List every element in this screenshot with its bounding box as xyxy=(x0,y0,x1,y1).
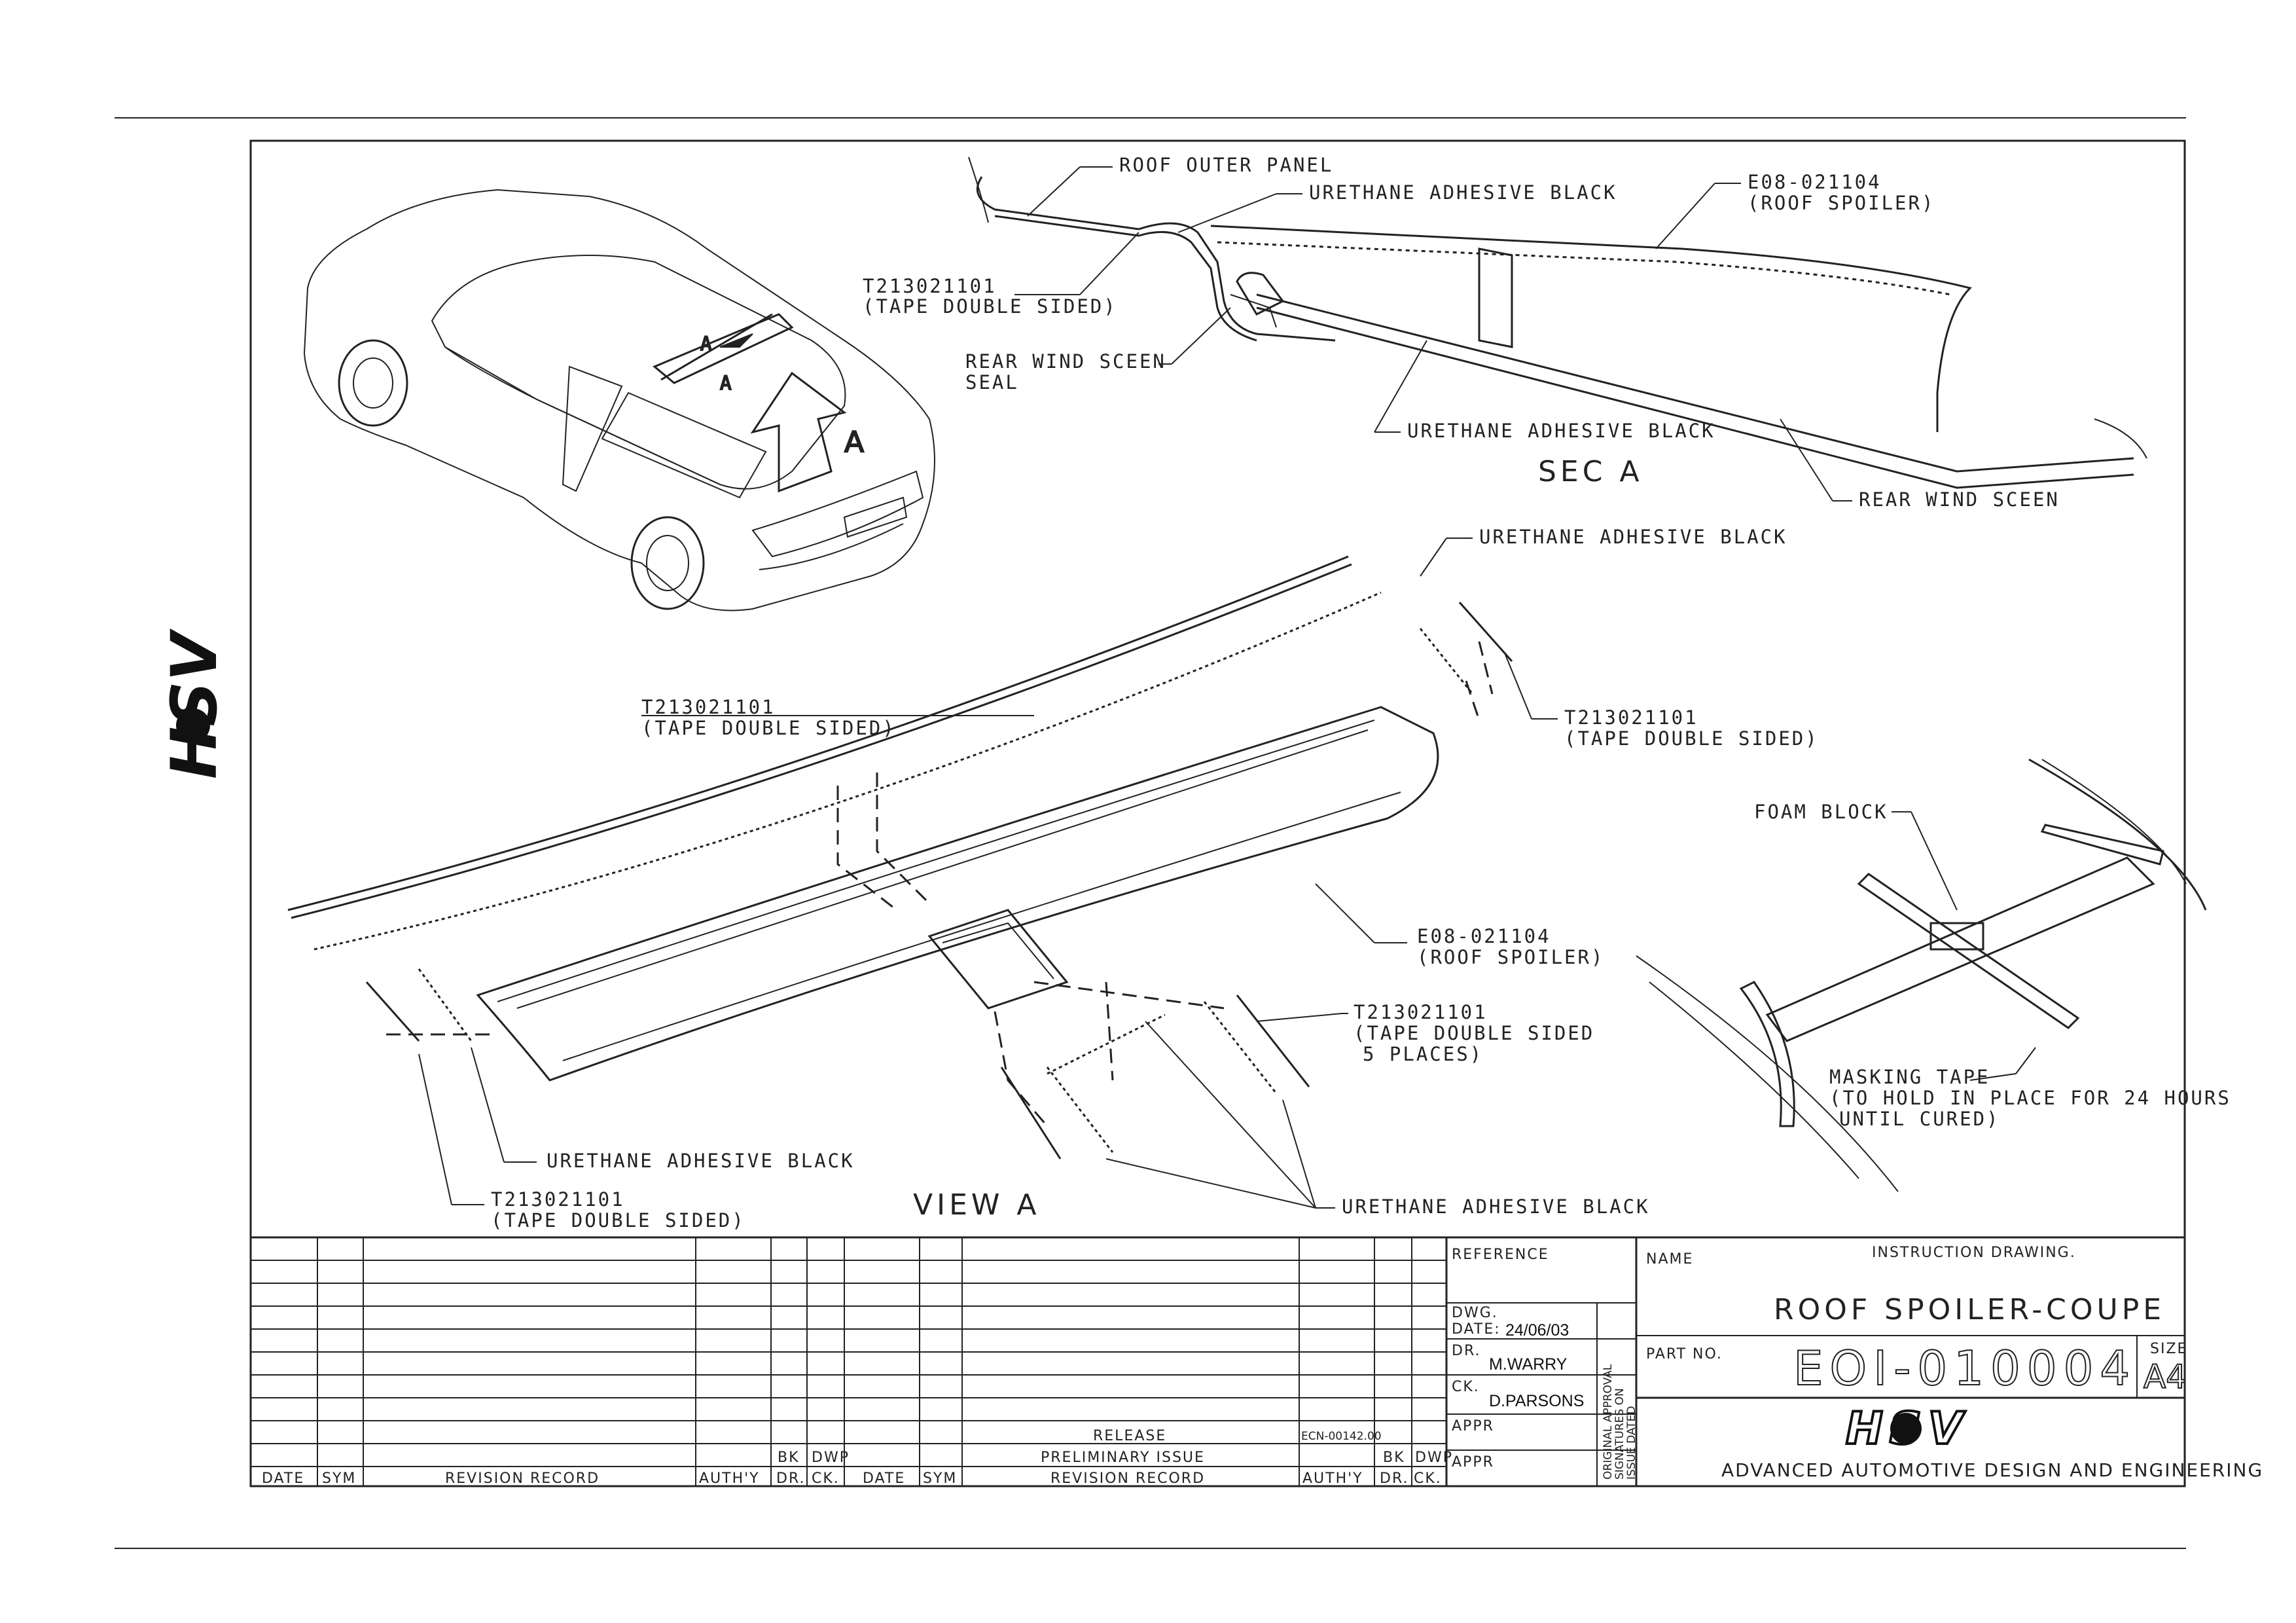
svg-text:HSV: HSV xyxy=(158,629,231,779)
label-view-a: VIEW A xyxy=(913,1188,1040,1222)
tb-date-label: DATE: xyxy=(1452,1321,1501,1338)
label-tape-code-bottom: T213021101 xyxy=(491,1188,625,1211)
rev-header-dr-2: DR. xyxy=(1380,1470,1408,1487)
rev-bk-2: BK xyxy=(1383,1450,1405,1466)
title-block: REFERENCE DWG. DATE: 24/06/03 DR. M.WARR… xyxy=(1446,1237,2263,1486)
label-tape-5-places: 5 PLACES) xyxy=(1363,1043,1483,1065)
tb-approval-2: SIGNATURES ON xyxy=(1613,1388,1626,1480)
rev-header-sym-2: SYM xyxy=(923,1470,957,1487)
label-urethane-adhesive-right: URETHANE ADHESIVE BLACK xyxy=(1479,526,1787,548)
tb-title: ROOF SPOILER-COUPE xyxy=(1774,1293,2165,1326)
section-a-view: ROOF OUTER PANEL URETHANE ADHESIVE BLACK… xyxy=(863,154,2147,511)
label-rear-wind-seen-seal-1: REAR WIND SCEEN xyxy=(965,350,1166,373)
tb-drawn-by: M.WARRY xyxy=(1489,1355,1568,1374)
rev-preliminary: PRELIMINARY ISSUE xyxy=(1041,1450,1205,1466)
rev-header-ck-1: CK. xyxy=(812,1470,840,1487)
label-masking-tape-1: MASKING TAPE xyxy=(1829,1066,1990,1088)
tb-appr-label-1: APPR xyxy=(1452,1418,1494,1434)
car-illustration: A A A xyxy=(303,189,935,611)
tb-hsv-logo: HSV xyxy=(1844,1402,1964,1456)
label-urethane-adhesive-bottom: URETHANE ADHESIVE BLACK xyxy=(1342,1195,1650,1218)
tb-size-label: SIZE xyxy=(2150,1341,2187,1357)
label-tape-name-5: (TAPE DOUBLE SIDED xyxy=(1354,1022,1594,1044)
rev-header-authy-2: AUTH'Y xyxy=(1302,1470,1363,1487)
arrow-a-label-1: A xyxy=(700,333,713,355)
rev-release: RELEASE xyxy=(1093,1428,1166,1444)
label-spoiler-name-sec: (ROOF SPOILER) xyxy=(1748,192,1935,214)
tb-part-no-label: PART NO. xyxy=(1646,1346,1723,1362)
label-rear-wind-seen-seal-2: SEAL xyxy=(965,371,1019,393)
tb-dr-label: DR. xyxy=(1452,1343,1480,1359)
label-foam-block: FOAM BLOCK xyxy=(1754,801,1888,823)
label-roof-outer-panel: ROOF OUTER PANEL xyxy=(1119,154,1333,176)
label-masking-tape-3: UNTIL CURED) xyxy=(1839,1108,2000,1130)
rev-header-record-1: REVISION RECORD xyxy=(445,1470,600,1487)
label-tape-name-sec: (TAPE DOUBLE SIDED) xyxy=(863,295,1117,318)
rev-header-date-1: DATE xyxy=(262,1470,304,1487)
rev-header-dr-1: DR. xyxy=(776,1470,805,1487)
label-urethane-adhesive-left: URETHANE ADHESIVE BLACK xyxy=(547,1150,855,1172)
label-tape-name-right: (TAPE DOUBLE SIDED) xyxy=(1564,727,1819,750)
tb-ck-label: CK. xyxy=(1452,1379,1480,1395)
rev-header-authy-1: AUTH'Y xyxy=(699,1470,760,1487)
arrow-a-label-3: A xyxy=(844,426,868,459)
rev-header-record-2: REVISION RECORD xyxy=(1050,1470,1205,1487)
label-spoiler-code-sec: E08-021104 xyxy=(1748,171,1882,193)
tb-checked-by: D.PARSONS xyxy=(1489,1392,1584,1410)
label-tape-code-5: T213021101 xyxy=(1354,1001,1488,1023)
tb-approval-3: ISSUE DATED xyxy=(1625,1406,1638,1480)
masking-detail: FOAM BLOCK MASKING TAPE (TO HOLD IN PLAC… xyxy=(1636,758,2231,1192)
revision-table: DATE SYM REVISION RECORD AUTH'Y DR. CK. … xyxy=(251,1237,1453,1487)
label-tape-code-left: T213021101 xyxy=(641,696,776,718)
tb-dwg-label: DWG. xyxy=(1452,1305,1498,1321)
rev-bk-1: BK xyxy=(778,1450,800,1466)
tb-company: ADVANCED AUTOMOTIVE DESIGN AND ENGINEERI… xyxy=(1721,1459,2263,1481)
tb-appr-label-2: APPR xyxy=(1452,1454,1494,1470)
label-tape-code-right: T213021101 xyxy=(1564,706,1698,729)
rev-header-date-2: DATE xyxy=(863,1470,905,1487)
rev-dwp-2: DWP xyxy=(1415,1450,1453,1466)
view-a-exploded: T213021101 (TAPE DOUBLE SIDED) URETHANE … xyxy=(287,526,1819,1231)
tb-date: 24/06/03 xyxy=(1505,1321,1569,1340)
label-spoiler-code-view: E08-021104 xyxy=(1417,925,1551,947)
label-tape-name-bottom: (TAPE DOUBLE SIDED) xyxy=(491,1209,745,1231)
label-tape-name-left: (TAPE DOUBLE SIDED) xyxy=(641,717,896,739)
drawing-frame xyxy=(249,139,2186,1487)
tb-approval-1: ORIGINAL APPROVAL xyxy=(1602,1364,1615,1480)
label-urethane-adhesive-top: URETHANE ADHESIVE BLACK xyxy=(1309,181,1617,204)
rev-header-sym-1: SYM xyxy=(322,1470,356,1487)
tb-instruction: INSTRUCTION DRAWING. xyxy=(1872,1245,2076,1261)
label-rear-wind-seen: REAR WIND SCEEN xyxy=(1859,488,2060,511)
label-spoiler-name-view: (ROOF SPOILER) xyxy=(1417,946,1604,968)
tb-reference: REFERENCE xyxy=(1452,1247,1549,1263)
rev-header-ck-2: CK. xyxy=(1414,1470,1442,1487)
rev-ecn: ECN-00142.00 xyxy=(1301,1430,1382,1443)
label-tape-code-sec: T213021101 xyxy=(863,275,997,297)
rev-dwp-1: DWP xyxy=(812,1450,850,1466)
tb-part-no: EOI-010004 xyxy=(1793,1341,2136,1396)
tb-size: A4 xyxy=(2144,1358,2187,1396)
label-urethane-adhesive-sec: URETHANE ADHESIVE BLACK xyxy=(1407,420,1715,442)
tb-name-label: NAME xyxy=(1646,1251,1693,1267)
arrow-a-label-2: A xyxy=(720,372,733,394)
label-sec-a: SEC A xyxy=(1538,455,1643,488)
side-hsv-logo: HSV xyxy=(158,629,231,779)
label-masking-tape-2: (TO HOLD IN PLACE FOR 24 HOURS xyxy=(1829,1087,2231,1109)
